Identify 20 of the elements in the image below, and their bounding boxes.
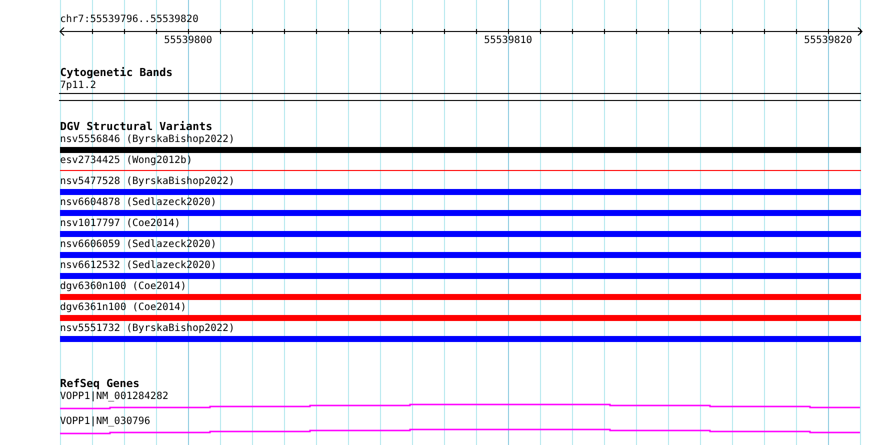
variant-label: nsv6604878 (Sedlazeck2020): [60, 197, 217, 209]
tick-label: 55539800: [164, 35, 212, 47]
variant-label: nsv5551732 (ByrskaBishop2022): [60, 323, 235, 335]
variant-label: nsv6612532 (Sedlazeck2020): [60, 260, 217, 272]
gene-label: VOPP1|NM_001284282: [60, 391, 168, 403]
variant-label: nsv5477528 (ByrskaBishop2022): [60, 176, 235, 188]
tick-label: 55539810: [484, 35, 532, 47]
variant-label: dgv6361n100 (Coe2014): [60, 302, 186, 314]
variant-label: esv2734425 (Wong2012b): [60, 155, 192, 167]
track-title: RefSeq Genes: [60, 378, 140, 390]
band-label: 7p11.2: [60, 80, 96, 92]
track-title: Cytogenetic Bands: [60, 67, 173, 79]
region-label: chr7:55539796..55539820: [60, 14, 198, 26]
variant-label: nsv5556846 (ByrskaBishop2022): [60, 134, 235, 146]
variant-label: nsv6606059 (Sedlazeck2020): [60, 239, 217, 251]
track-title: DGV Structural Variants: [60, 121, 212, 133]
gene-label: VOPP1|NM_030796: [60, 416, 150, 428]
variant-label: dgv6360n100 (Coe2014): [60, 281, 186, 293]
variant-label: nsv1017797 (Coe2014): [60, 218, 180, 230]
tick-label: 55539820: [804, 35, 852, 47]
